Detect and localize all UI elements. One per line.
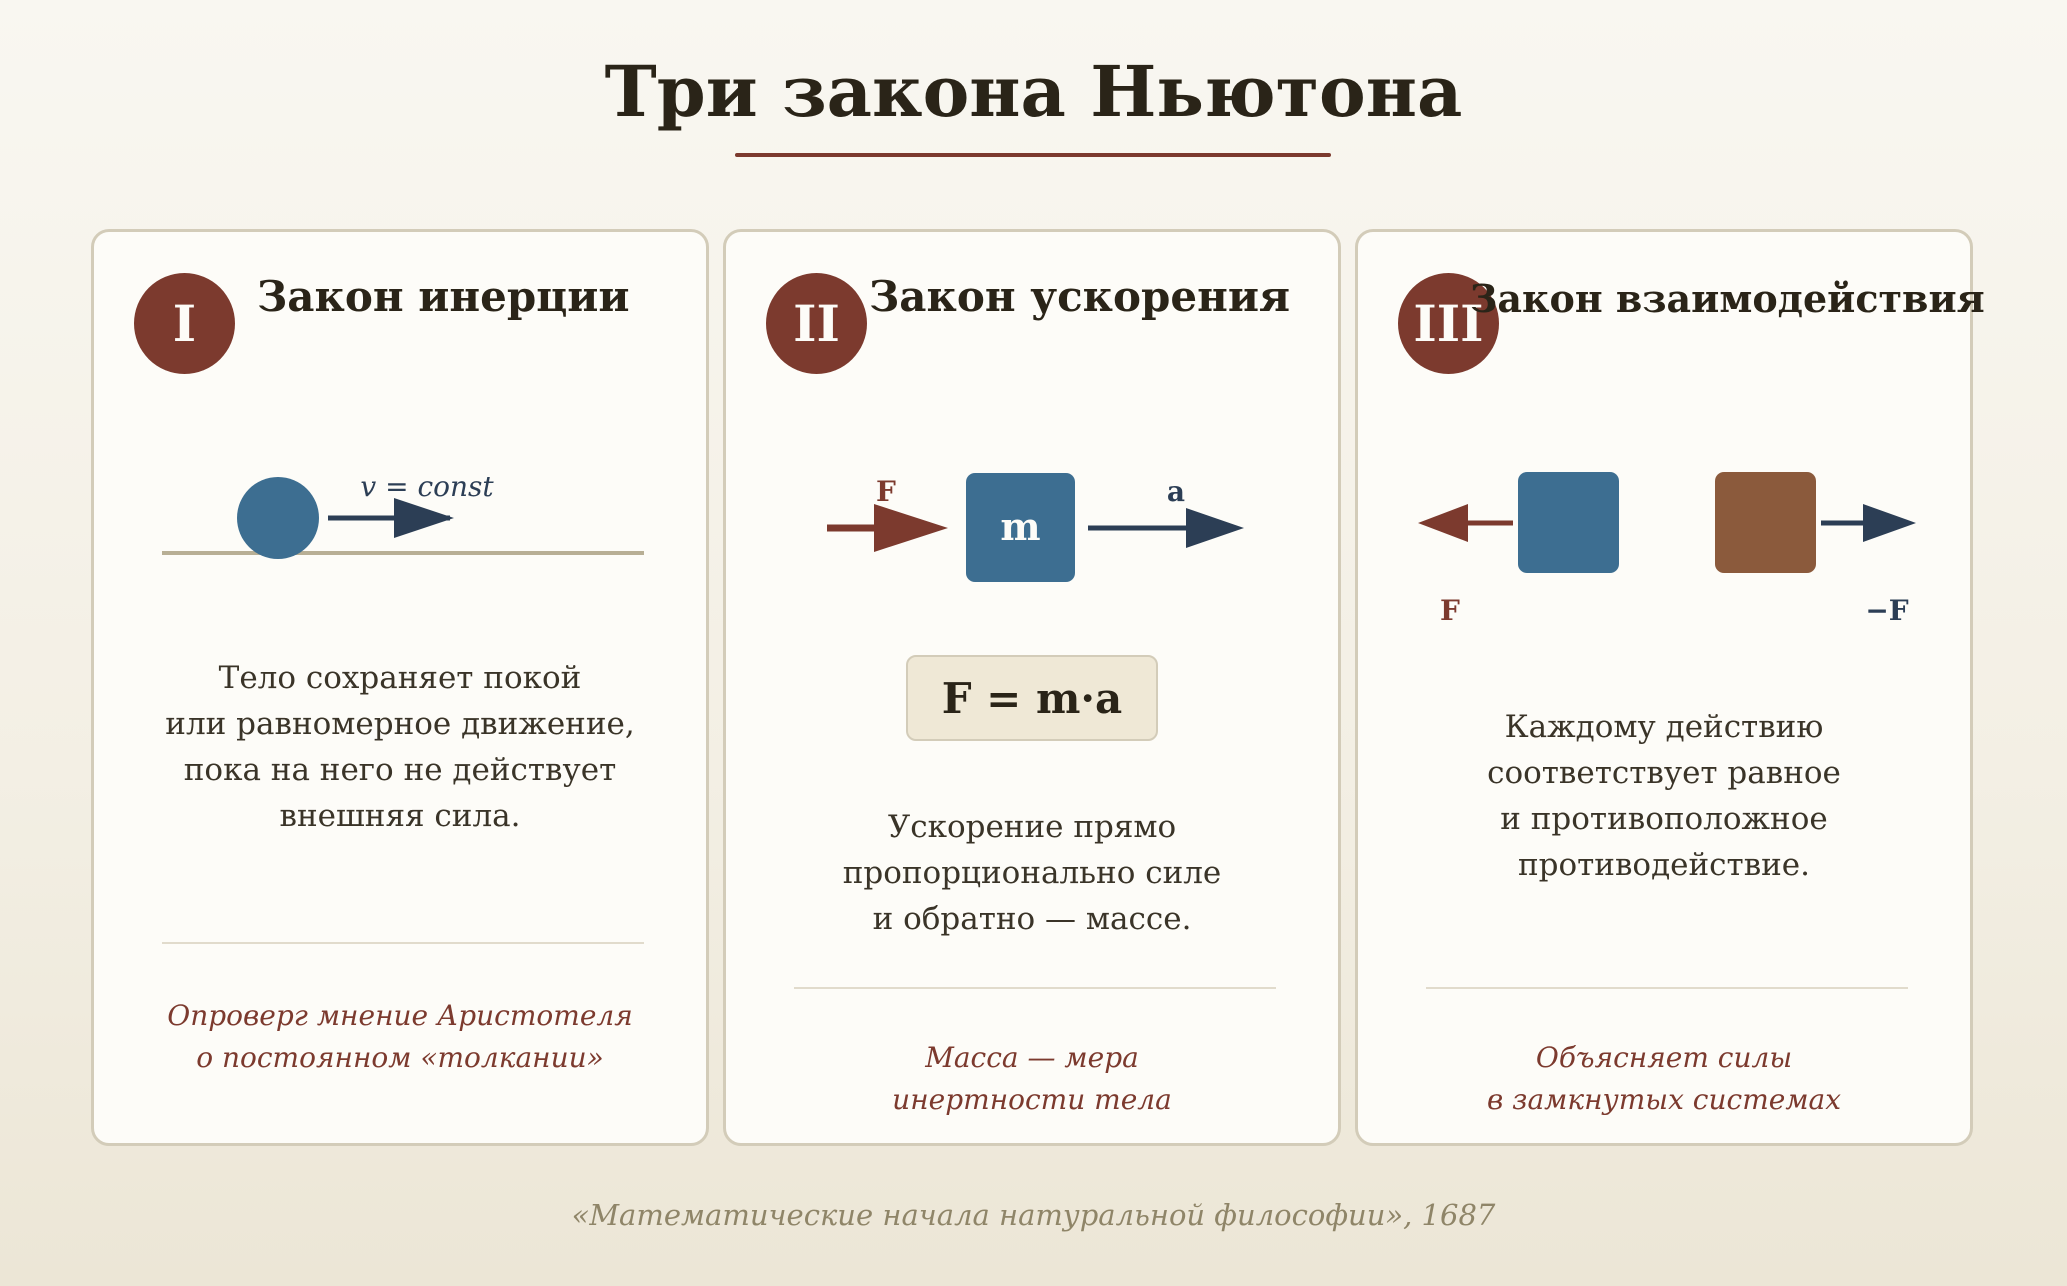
body-b-block [1715,472,1816,573]
law-card-inertia: I Закон инерции v = const Тело сохраняет… [91,229,709,1146]
card-divider [162,942,644,944]
action-force-label: F [1440,594,1460,627]
acceleration-illustration: F m a [827,473,1244,582]
inertia-illustration: v = const [162,470,644,559]
law-card-acceleration: II Закон ускорения F m a F = m·a Ускорен… [723,229,1341,1146]
description-line: и противоположное [1500,801,1828,837]
note-line: в замкнутых системах [1486,1083,1842,1116]
description-line: пропорционально силе [842,855,1222,891]
law-description: Каждому действию соответствует равное и … [1388,704,1940,888]
law-numeral-badge: I [134,273,235,374]
law-title: Закон взаимодействия [1470,276,1985,321]
note-line: о постоянном «толкании» [196,1041,604,1074]
mass-label: m [1000,504,1040,549]
reaction-force-label: −F [1865,594,1908,627]
body-a-block [1518,472,1619,573]
law-title: Закон ускорения [869,272,1291,321]
description-line: или равномерное движение, [165,706,635,742]
reaction-arrow-head [1863,504,1916,542]
note-line: Объясняет силы [1535,1041,1793,1074]
note-line: Опроверг мнение Аристотеля [167,999,633,1032]
law-numeral-badge: III [1398,273,1499,374]
law-historical-note: Масса — мера инертности тела [756,1037,1308,1121]
law-card-interaction: III Закон взаимодействия F −F Каждому де… [1355,229,1985,1146]
velocity-arrow-head [394,498,454,538]
force-arrow-head [874,504,948,552]
note-line: Масса — мера [925,1041,1139,1074]
law-numeral-badge: II [766,273,867,374]
description-line: пока на него не действует [183,752,617,788]
note-line: инертности тела [892,1083,1172,1116]
accel-arrow-head [1186,508,1244,548]
law-historical-note: Опроверг мнение Аристотеля о постоянном … [124,995,676,1079]
description-line: соответствует равное [1487,755,1841,791]
description-line: противодействие. [1517,847,1811,883]
title-underline [735,153,1331,157]
description-line: Тело сохраняет покой [218,660,582,696]
ball-body [237,477,319,559]
law-title: Закон инерции [257,272,630,321]
velocity-label: v = const [360,470,494,503]
description-line: Ускорение прямо [887,809,1177,845]
law-historical-note: Объясняет силы в замкнутых системах [1388,1037,1940,1121]
card-divider [1426,987,1908,989]
law-description: Тело сохраняет покой или равномерное дви… [124,655,676,839]
description-line: Каждому действию [1504,709,1824,745]
card-divider [794,987,1276,989]
page-title: Три закона Ньютона [604,50,1463,133]
formula-box: F = m·a [906,655,1158,741]
action-arrow-head [1418,504,1468,542]
interaction-illustration: F −F [1418,472,1916,627]
law-description: Ускорение прямо пропорционально силе и о… [756,804,1308,942]
accel-label: a [1167,475,1185,508]
description-line: и обратно — массе. [872,901,1192,937]
description-line: внешняя сила. [279,798,521,834]
mass-block [966,473,1075,582]
source-citation: «Математические начала натуральной филос… [571,1198,1496,1232]
force-label: F [876,475,896,508]
